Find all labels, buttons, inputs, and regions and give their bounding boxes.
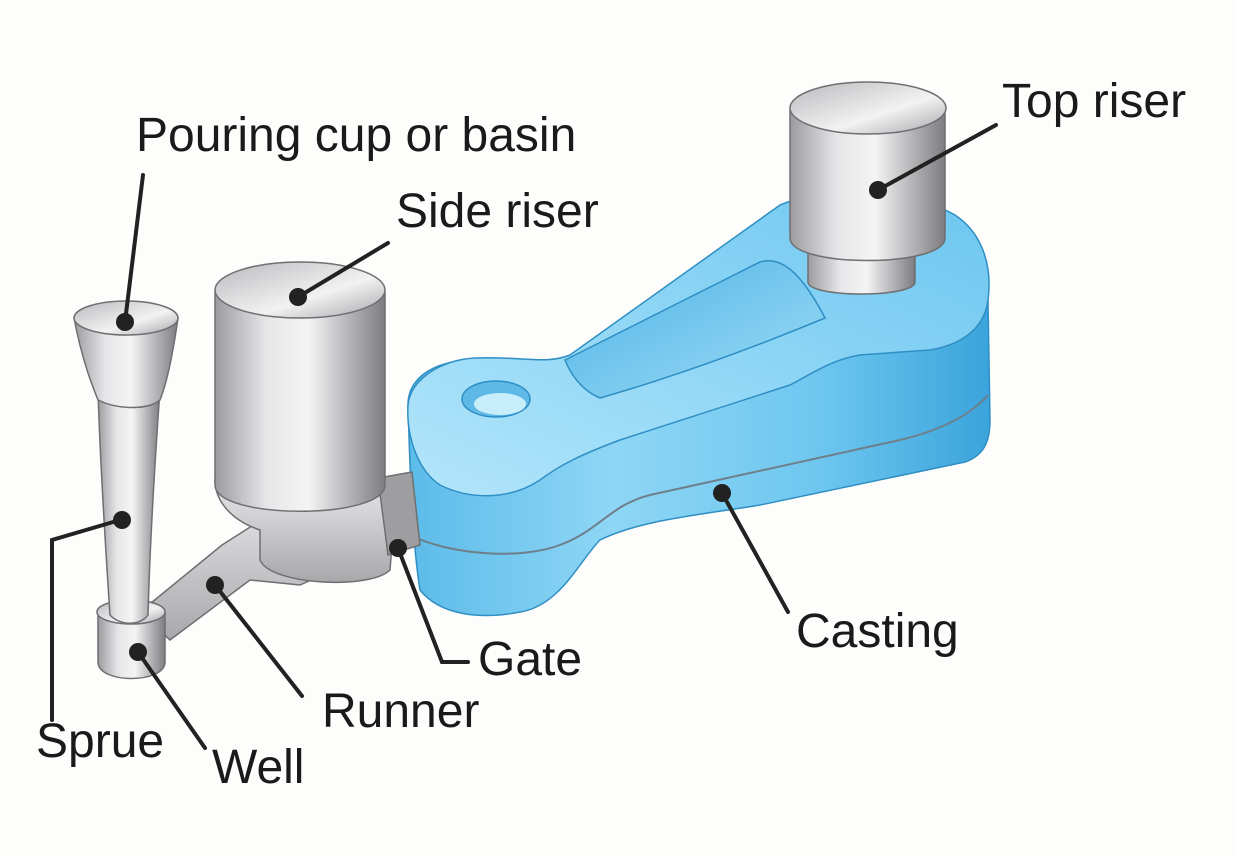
leader-pouring-cup [123, 173, 145, 324]
casting [407, 190, 991, 617]
label-sprue: Sprue [36, 715, 165, 768]
leader-gate [396, 546, 470, 664]
label-gate: Gate [478, 633, 583, 686]
dot-casting [713, 484, 731, 502]
pouring-cup [73, 317, 179, 409]
leader-casting [720, 491, 790, 614]
sprue [97, 389, 161, 624]
dot-side-riser [289, 288, 307, 306]
gate [377, 471, 421, 556]
dot-runner [206, 576, 224, 594]
sprue-assembly [73, 300, 179, 624]
top-riser-cap [789, 81, 947, 135]
casting-pocket [564, 260, 827, 399]
dot-gate [389, 539, 407, 557]
leader-side-riser [296, 241, 390, 299]
leader-sprue [50, 518, 122, 722]
well [97, 611, 166, 680]
leader-top-riser [876, 123, 998, 192]
dot-pouring-cup [116, 313, 134, 331]
casting-hole-inner [474, 393, 526, 415]
label-top-riser: Top riser [1002, 75, 1187, 128]
leader-dots [113, 181, 887, 661]
label-casting: Casting [796, 605, 959, 658]
top-riser-body [789, 109, 946, 262]
leader-well [136, 650, 207, 750]
label-pouring-cup: Pouring cup or basin [136, 109, 577, 162]
label-runner: Runner [322, 685, 480, 738]
dot-sprue [113, 511, 131, 529]
label-well: Well [212, 741, 305, 794]
label-side-riser: Side riser [396, 185, 599, 238]
leader-runner [213, 583, 304, 698]
side-riser [214, 261, 386, 512]
dot-well [129, 643, 147, 661]
leader-lines [50, 123, 998, 750]
top-riser [789, 81, 947, 295]
parting-line [409, 394, 989, 555]
side-riser-body [214, 291, 386, 512]
dot-top-riser [869, 181, 887, 199]
